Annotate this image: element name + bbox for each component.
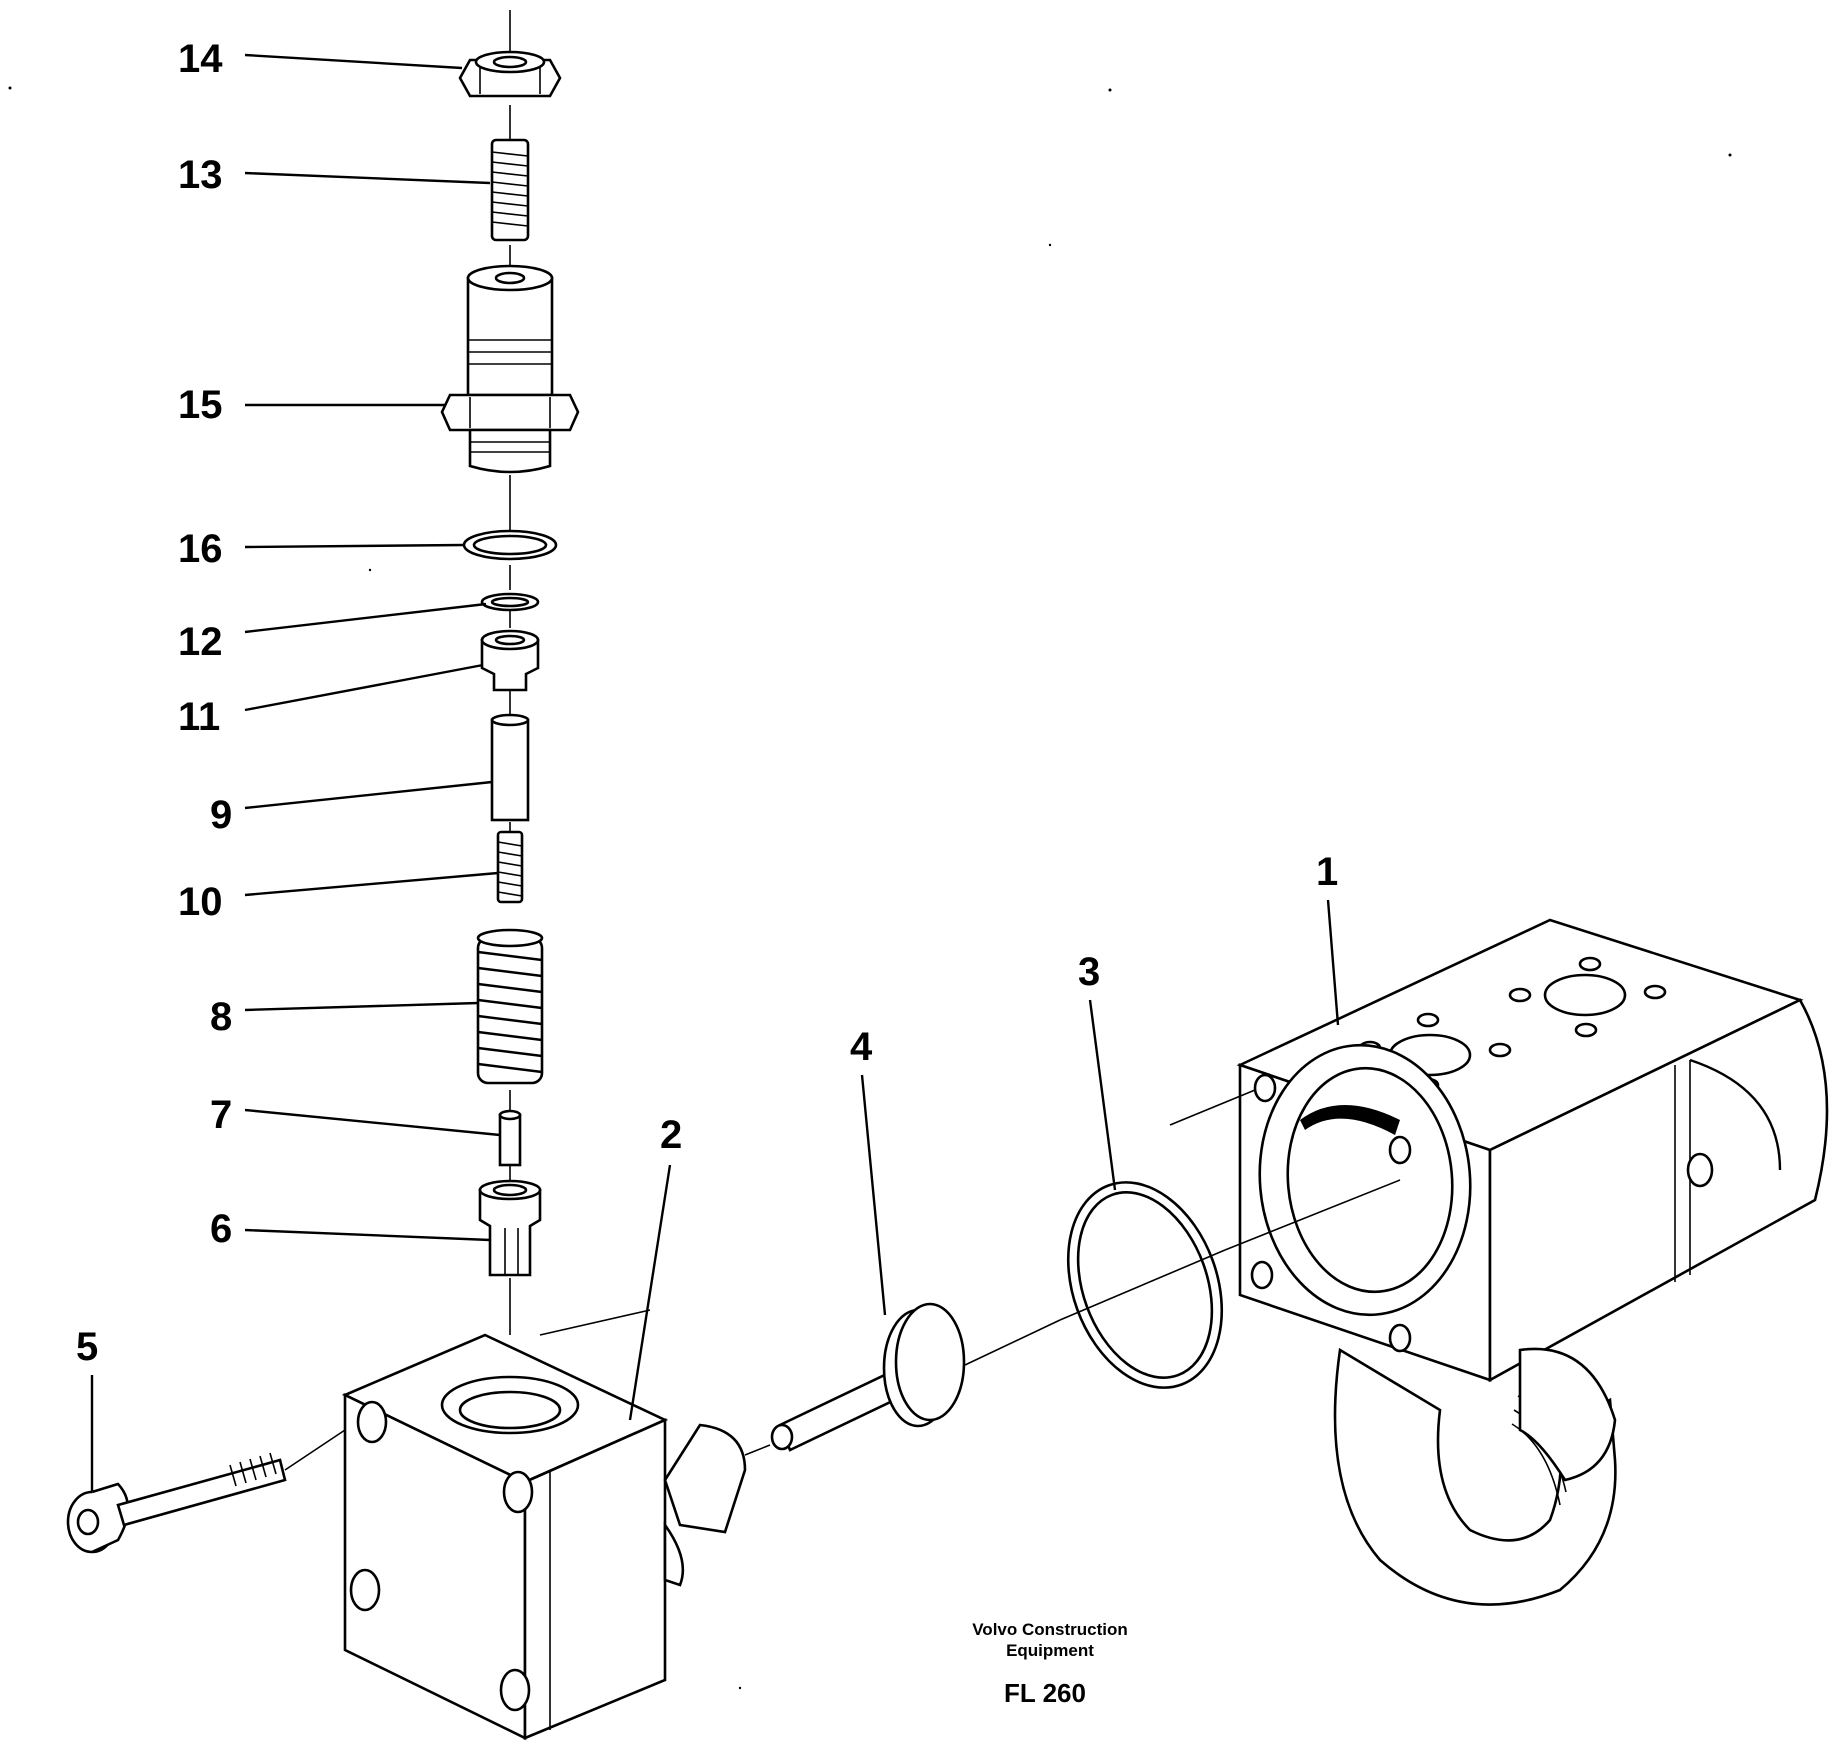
part-8-spring [476, 928, 544, 1085]
part-5-screw [66, 1429, 346, 1554]
part-13-spring [490, 138, 530, 242]
part-12-o-ring [480, 592, 540, 612]
part-15-cartridge [440, 264, 580, 474]
callout-15: 15 [178, 383, 223, 427]
part-9-pin [490, 713, 530, 822]
callout-10: 10 [178, 880, 223, 924]
callout-16: 16 [178, 527, 223, 571]
callout-13: 13 [178, 153, 223, 197]
leader-lines [90, 53, 1340, 1492]
callout-4: 4 [850, 1025, 873, 1069]
part-10-spring [496, 830, 524, 904]
part-16-washer [462, 529, 558, 561]
caption: Volvo Construction Equipment FL 260 [972, 1620, 1128, 1708]
callout-1: 1 [1316, 850, 1338, 894]
caption-model: FL 260 [1004, 1678, 1086, 1708]
part-1-main-block [1169, 918, 1829, 1606]
part-3-seal-ring [1059, 1181, 1226, 1389]
caption-manufacturer-line2: Equipment [1006, 1641, 1094, 1660]
callout-12: 12 [178, 620, 223, 664]
callout-8: 8 [210, 995, 232, 1039]
part-4-poppet [744, 1302, 1061, 1456]
callout-9: 9 [210, 793, 232, 837]
part-7-pin [498, 1109, 522, 1167]
part-14-nut [458, 50, 562, 98]
callout-3: 3 [1078, 950, 1100, 994]
callout-5: 5 [76, 1325, 98, 1369]
callout-labels: 14 13 15 16 12 11 9 10 8 7 6 5 2 4 3 1 [76, 37, 1338, 1369]
caption-manufacturer: Volvo Construction [972, 1620, 1128, 1639]
part-6-piston [478, 1179, 542, 1277]
part-2-valve-housing [341, 1309, 747, 1741]
callout-14: 14 [178, 37, 223, 81]
scan-specks [8, 86, 1732, 1690]
callout-6: 6 [210, 1207, 232, 1251]
part-11-seat [480, 629, 540, 692]
callout-2: 2 [660, 1113, 682, 1157]
callout-7: 7 [210, 1093, 232, 1137]
callout-11: 11 [178, 695, 220, 739]
